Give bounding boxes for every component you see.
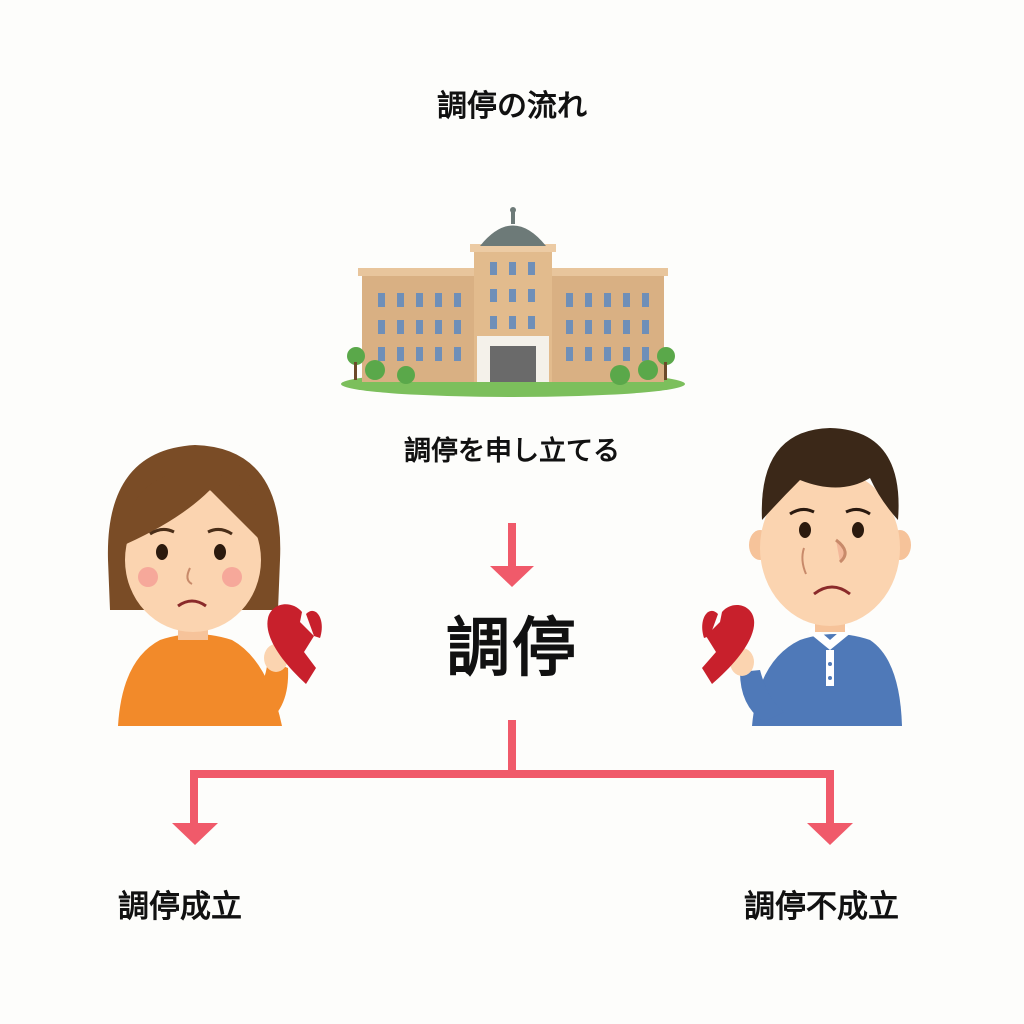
outcome-failure-label: 調停不成立 [744, 889, 899, 925]
arrow-branch [172, 720, 853, 845]
arrow-down-to-center [490, 523, 534, 587]
mediation-label: 調停 [446, 612, 578, 686]
apply-step-label: 調停を申し立てる [404, 436, 620, 467]
diagram-title: 調停の流れ [437, 89, 587, 124]
outcome-success-label: 調停成立 [118, 889, 242, 925]
